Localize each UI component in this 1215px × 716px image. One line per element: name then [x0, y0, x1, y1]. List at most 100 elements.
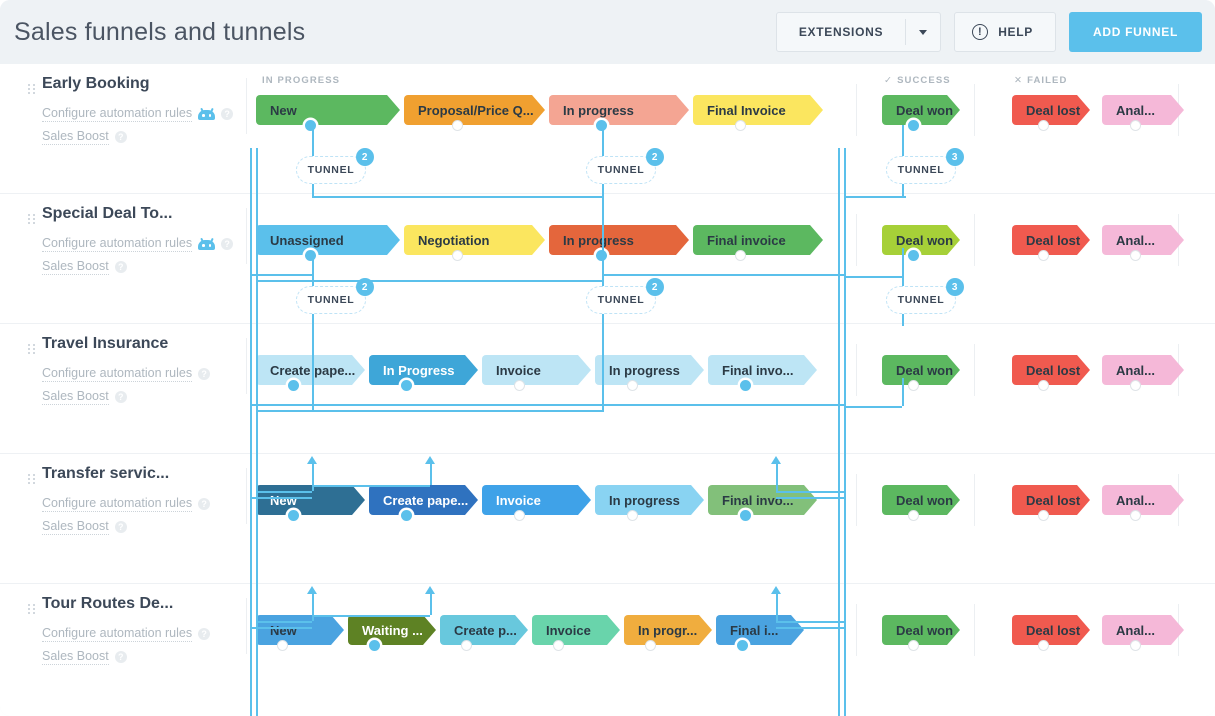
configure-automation-rules-link[interactable]: Configure automation rules? — [42, 106, 234, 122]
help-icon[interactable]: ? — [114, 261, 127, 273]
stage-chip[interactable]: Create pape... — [256, 355, 365, 385]
stage-connector-dot[interactable] — [514, 380, 525, 391]
stage-connector-dot[interactable] — [645, 640, 656, 651]
stage-chip[interactable]: Final invoice — [693, 225, 823, 255]
funnel-name[interactable]: Transfer servic... — [42, 465, 170, 482]
sales-boost-link[interactable]: Sales Boost? — [42, 519, 127, 535]
stage-connector-dot[interactable] — [305, 120, 316, 131]
deal-won-chip[interactable]: Deal won — [882, 225, 960, 255]
stage-connector-dot[interactable] — [277, 640, 288, 651]
stage-connector-dot[interactable] — [908, 510, 919, 521]
stage-chip[interactable]: Unassigned — [256, 225, 400, 255]
stage-chip[interactable]: Proposal/Price Q... — [404, 95, 545, 125]
sales-boost-link[interactable]: Sales Boost? — [42, 389, 127, 405]
stage-connector-dot[interactable] — [1038, 380, 1049, 391]
funnel-name[interactable]: Early Booking — [42, 75, 150, 92]
drag-handle-icon[interactable] — [28, 474, 35, 485]
sales-boost-link[interactable]: Sales Boost? — [42, 129, 127, 145]
analysis-chip[interactable]: Anal... — [1102, 485, 1184, 515]
funnel-name[interactable]: Tour Routes De... — [42, 595, 174, 612]
drag-handle-icon[interactable] — [28, 84, 35, 95]
add-funnel-button[interactable]: ADD FUNNEL — [1069, 12, 1202, 52]
drag-handle-icon[interactable] — [28, 344, 35, 355]
stage-connector-dot[interactable] — [735, 120, 746, 131]
stage-chip[interactable]: New — [256, 615, 344, 645]
stage-chip[interactable]: Negotiation — [404, 225, 545, 255]
drag-handle-icon[interactable] — [28, 604, 35, 615]
configure-automation-rules-link[interactable]: Configure automation rules? — [42, 496, 211, 512]
sales-boost-link[interactable]: Sales Boost? — [42, 259, 127, 275]
deal-won-chip[interactable]: Deal won — [882, 95, 960, 125]
stage-connector-dot[interactable] — [908, 380, 919, 391]
stage-chip[interactable]: Invoice — [482, 485, 591, 515]
stage-chip[interactable]: In Progress — [369, 355, 478, 385]
stage-connector-dot[interactable] — [737, 640, 748, 651]
help-icon[interactable]: ? — [114, 391, 127, 403]
stage-chip[interactable]: Invoice — [482, 355, 591, 385]
stage-connector-dot[interactable] — [288, 380, 299, 391]
deal-lost-chip[interactable]: Deal lost — [1012, 225, 1090, 255]
stage-chip[interactable]: Final i... — [716, 615, 804, 645]
help-icon[interactable]: ? — [221, 238, 234, 250]
funnel-name[interactable]: Special Deal To... — [42, 205, 173, 222]
stage-connector-dot[interactable] — [514, 510, 525, 521]
help-icon[interactable]: ? — [198, 628, 211, 640]
stage-chip[interactable]: Waiting ... — [348, 615, 436, 645]
extensions-button[interactable]: EXTENSIONS — [775, 12, 942, 52]
help-icon[interactable]: ? — [221, 108, 234, 120]
stage-chip[interactable]: Create p... — [440, 615, 528, 645]
analysis-chip[interactable]: Anal... — [1102, 615, 1184, 645]
analysis-chip[interactable]: Anal... — [1102, 95, 1184, 125]
deal-lost-chip[interactable]: Deal lost — [1012, 615, 1090, 645]
stage-connector-dot[interactable] — [735, 250, 746, 261]
stage-connector-dot[interactable] — [1130, 510, 1141, 521]
stage-chip[interactable]: New — [256, 95, 400, 125]
funnel-name[interactable]: Travel Insurance — [42, 335, 169, 352]
stage-connector-dot[interactable] — [627, 380, 638, 391]
configure-automation-rules-link[interactable]: Configure automation rules? — [42, 626, 211, 642]
stage-chip[interactable]: Final invo... — [708, 355, 817, 385]
stage-connector-dot[interactable] — [1130, 380, 1141, 391]
stage-connector-dot[interactable] — [1130, 120, 1141, 131]
stage-connector-dot[interactable] — [740, 510, 751, 521]
stage-connector-dot[interactable] — [452, 250, 463, 261]
stage-chip[interactable]: Final Invoice — [693, 95, 823, 125]
stage-connector-dot[interactable] — [401, 510, 412, 521]
stage-chip[interactable]: In progr... — [624, 615, 712, 645]
stage-connector-dot[interactable] — [1130, 640, 1141, 651]
stage-chip[interactable]: Invoice — [532, 615, 620, 645]
stage-connector-dot[interactable] — [461, 640, 472, 651]
stage-chip[interactable]: In progress — [595, 355, 704, 385]
stage-connector-dot[interactable] — [553, 640, 564, 651]
stage-connector-dot[interactable] — [305, 250, 316, 261]
sales-boost-link[interactable]: Sales Boost? — [42, 649, 127, 665]
stage-chip[interactable]: In progress — [595, 485, 704, 515]
stage-connector-dot[interactable] — [288, 510, 299, 521]
stage-connector-dot[interactable] — [908, 120, 919, 131]
help-icon[interactable]: ? — [114, 521, 127, 533]
analysis-chip[interactable]: Anal... — [1102, 225, 1184, 255]
configure-automation-rules-link[interactable]: Configure automation rules? — [42, 236, 234, 252]
deal-lost-chip[interactable]: Deal lost — [1012, 95, 1090, 125]
stage-connector-dot[interactable] — [1038, 250, 1049, 261]
stage-connector-dot[interactable] — [1038, 510, 1049, 521]
deal-won-chip[interactable]: Deal won — [882, 615, 960, 645]
stage-chip[interactable]: Create pape... — [369, 485, 478, 515]
configure-automation-rules-link[interactable]: Configure automation rules? — [42, 366, 211, 382]
stage-connector-dot[interactable] — [369, 640, 380, 651]
stage-connector-dot[interactable] — [627, 510, 638, 521]
stage-chip[interactable]: New — [256, 485, 365, 515]
help-button[interactable]: ! HELP — [954, 12, 1056, 52]
stage-connector-dot[interactable] — [452, 120, 463, 131]
deal-won-chip[interactable]: Deal won — [882, 485, 960, 515]
analysis-chip[interactable]: Anal... — [1102, 355, 1184, 385]
stage-connector-dot[interactable] — [1038, 120, 1049, 131]
stage-chip[interactable]: In progress — [549, 95, 689, 125]
stage-connector-dot[interactable] — [1130, 250, 1141, 261]
stage-chip[interactable]: In progress — [549, 225, 689, 255]
